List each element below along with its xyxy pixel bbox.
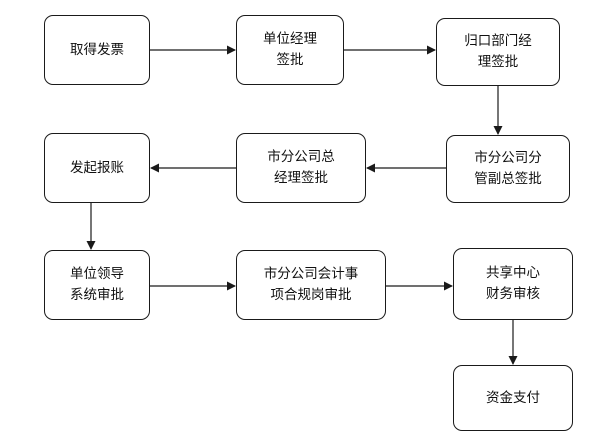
node-city-vp-sign: 市分公司分 管副总签批 bbox=[446, 135, 570, 203]
node-city-gm-sign: 市分公司总 经理签批 bbox=[236, 133, 366, 203]
node-unit-manager-sign: 单位经理 签批 bbox=[236, 15, 344, 85]
node-accounting-compliance-approval: 市分公司会计事 项合规岗审批 bbox=[236, 250, 386, 320]
node-fund-payment: 资金支付 bbox=[453, 365, 573, 431]
node-dept-manager-sign: 归口部门经 理签批 bbox=[436, 18, 560, 86]
node-unit-leader-approval: 单位领导 系统审批 bbox=[44, 250, 150, 320]
node-initiate-report: 发起报账 bbox=[44, 133, 150, 203]
node-obtain-invoice: 取得发票 bbox=[44, 15, 150, 85]
node-shared-center-review: 共享中心 财务审核 bbox=[453, 248, 573, 320]
